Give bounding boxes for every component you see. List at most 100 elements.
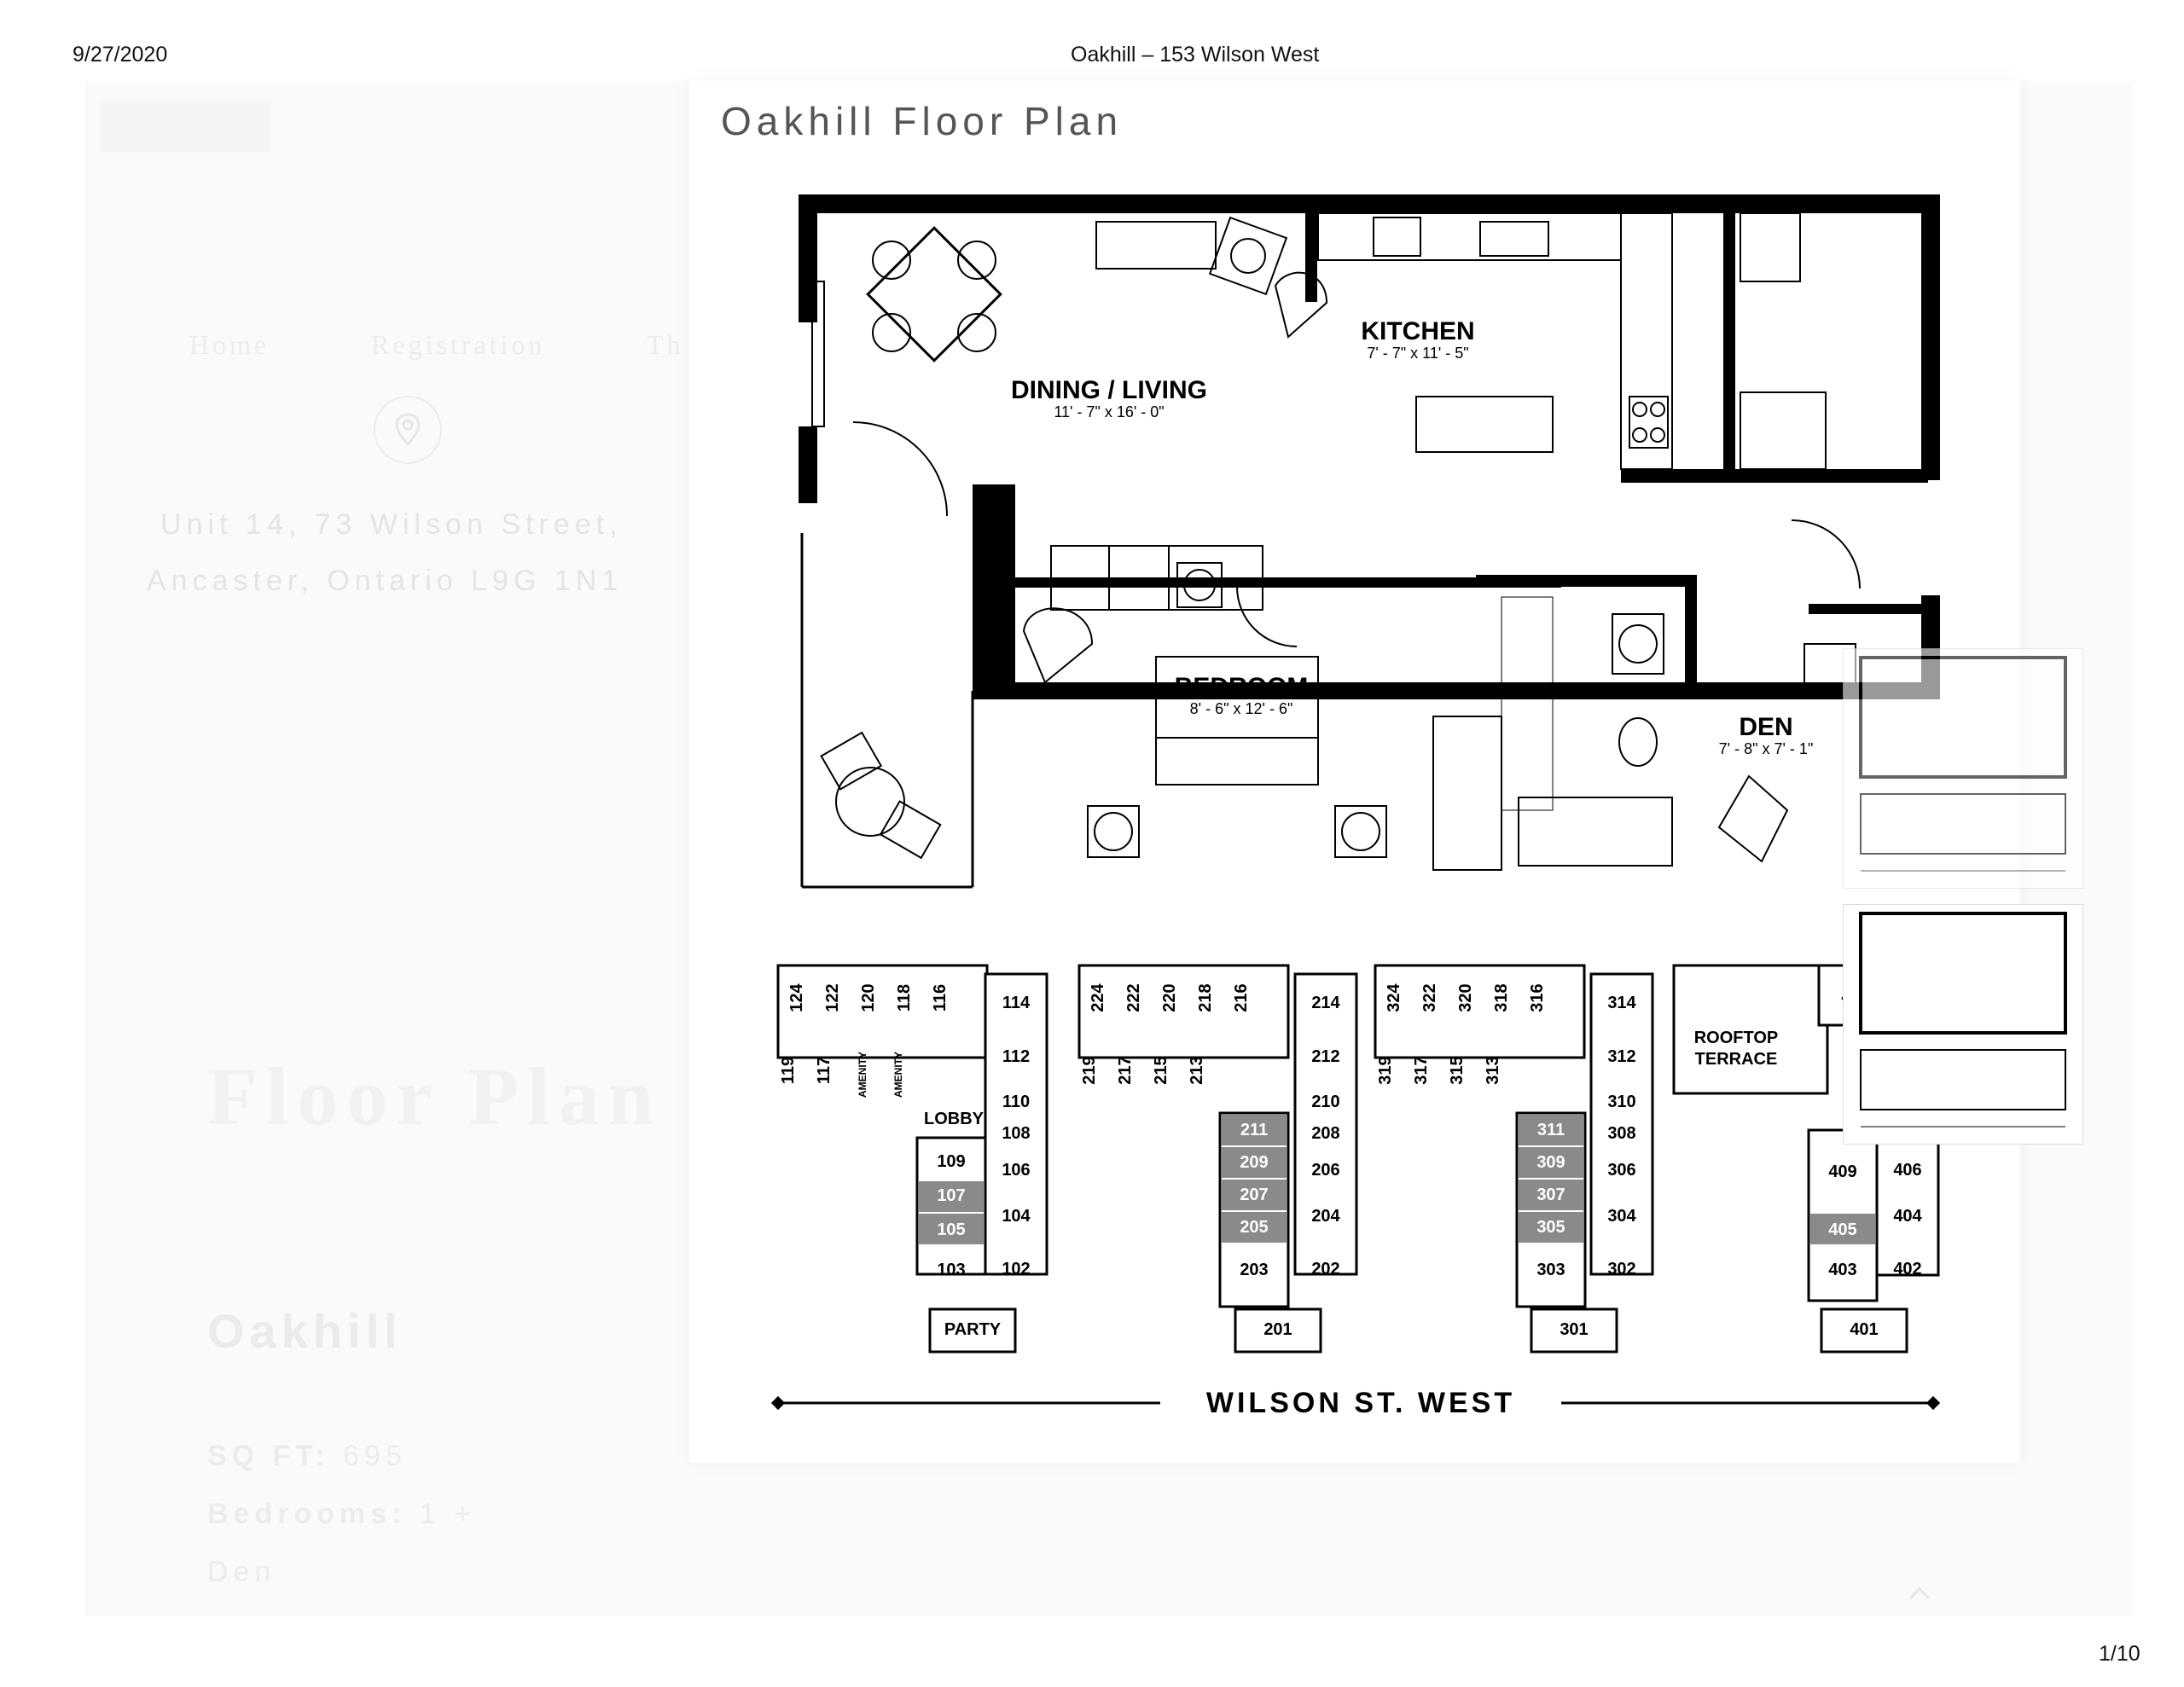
unit-108: 108 xyxy=(1002,1124,1030,1143)
unit-207: 207 xyxy=(1240,1186,1268,1204)
unit-406: 406 xyxy=(1893,1161,1921,1180)
unit-205: 205 xyxy=(1240,1218,1268,1237)
unit-201: 201 xyxy=(1263,1320,1292,1339)
unit-308: 308 xyxy=(1607,1124,1635,1143)
unit-403: 403 xyxy=(1828,1261,1856,1279)
unit-106: 106 xyxy=(1002,1161,1030,1180)
rooftop-label-2: TERRACE xyxy=(1695,1050,1778,1069)
unit-304: 304 xyxy=(1607,1207,1636,1226)
unit-220: 220 xyxy=(1160,983,1179,1012)
dining-dims: 11' - 7" x 16' - 0" xyxy=(1054,403,1164,420)
unit-409: 409 xyxy=(1828,1162,1856,1181)
unit-124: 124 xyxy=(787,983,806,1012)
unit-311: 311 xyxy=(1537,1121,1565,1139)
bedrooms-spec: Bedrooms: 1 + xyxy=(207,1498,476,1531)
address-line-2: Ancaster, Ontario L9G 1N1 xyxy=(147,565,624,597)
sqft-value: 695 xyxy=(343,1440,407,1472)
print-title: Oakhill – 153 Wilson West xyxy=(1071,43,1320,67)
nav-item-registration[interactable]: Registration xyxy=(371,329,546,360)
den-label: DEN xyxy=(1739,713,1792,741)
unit-215: 215 xyxy=(1152,1056,1170,1084)
unit-218: 218 xyxy=(1196,983,1215,1012)
unit-212: 212 xyxy=(1311,1047,1339,1066)
unit-105: 105 xyxy=(937,1220,965,1239)
unit-114: 114 xyxy=(1002,994,1031,1012)
unit-307: 307 xyxy=(1536,1186,1565,1204)
print-date: 9/27/2020 xyxy=(73,43,168,67)
unit-222: 222 xyxy=(1124,983,1143,1012)
unit-112: 112 xyxy=(1002,1047,1030,1066)
unit-317: 317 xyxy=(1412,1056,1431,1084)
unit-119: 119 xyxy=(779,1057,798,1084)
floor-plan-thumbnail-1[interactable] xyxy=(1843,648,2083,889)
unit-203: 203 xyxy=(1240,1261,1268,1279)
unit-320: 320 xyxy=(1456,983,1475,1012)
thumbnail-plan-image-1 xyxy=(1859,656,2067,872)
unit-219: 219 xyxy=(1080,1056,1099,1084)
key-plan-highlights xyxy=(919,1115,1875,1244)
bedrooms-value-2: Den xyxy=(207,1556,276,1588)
key-floor-1 xyxy=(776,964,1048,1354)
bedrooms-value: 1 + xyxy=(419,1498,477,1530)
section-title: Floor Plan xyxy=(207,1051,662,1142)
unit-303: 303 xyxy=(1536,1261,1565,1279)
unit-319: 319 xyxy=(1376,1056,1395,1084)
bedrooms-label: Bedrooms: xyxy=(207,1498,407,1530)
unit-402: 402 xyxy=(1893,1260,1921,1278)
unit-405: 405 xyxy=(1828,1220,1856,1239)
address-line-1: Unit 14, 73 Wilson Street, xyxy=(160,508,623,541)
unit-103: 103 xyxy=(937,1261,965,1279)
bedroom-dims: 8' - 6" x 12' - 6" xyxy=(1190,700,1293,717)
amenity-label-2: AMENITY xyxy=(892,1052,904,1098)
kitchen-label: KITCHEN xyxy=(1361,317,1474,345)
unit-120: 120 xyxy=(859,983,878,1012)
unit-118: 118 xyxy=(895,984,914,1012)
nav-item-third[interactable]: Th xyxy=(647,329,684,360)
sqft-spec: SQ FT: 695 xyxy=(207,1440,407,1473)
unit-122: 122 xyxy=(823,983,842,1012)
dining-label: DINING / LIVING xyxy=(1011,376,1207,404)
unit-313: 313 xyxy=(1484,1056,1502,1084)
street-label: WILSON ST. WEST xyxy=(1206,1387,1515,1419)
unit-104: 104 xyxy=(1002,1207,1031,1226)
unit-216: 216 xyxy=(1232,983,1251,1012)
unit-315: 315 xyxy=(1448,1056,1467,1084)
model-name: Oakhill xyxy=(207,1304,403,1358)
unit-316: 316 xyxy=(1528,983,1547,1012)
unit-309: 309 xyxy=(1536,1153,1565,1172)
unit-109: 109 xyxy=(937,1152,965,1171)
den-dims: 7' - 8" x 7' - 1" xyxy=(1719,740,1814,757)
unit-117: 117 xyxy=(815,1057,834,1084)
unit-324: 324 xyxy=(1385,983,1403,1012)
unit-204: 204 xyxy=(1311,1207,1340,1226)
sqft-label: SQ FT: xyxy=(207,1440,330,1472)
nav-item-home[interactable]: Home xyxy=(189,329,270,360)
unit-107: 107 xyxy=(937,1186,965,1205)
unit-202: 202 xyxy=(1311,1260,1339,1278)
unit-302: 302 xyxy=(1607,1260,1635,1278)
unit-plan xyxy=(799,194,1940,889)
unit-305: 305 xyxy=(1536,1218,1565,1237)
print-page-number: 1/10 xyxy=(2099,1642,2140,1666)
logo-placeholder xyxy=(101,101,271,152)
bedroom-label: BEDROOM xyxy=(1175,673,1309,701)
unit-217: 217 xyxy=(1116,1056,1135,1084)
unit-310: 310 xyxy=(1607,1093,1635,1111)
key-floor-3 xyxy=(1374,964,1654,1354)
unit-306: 306 xyxy=(1607,1161,1635,1180)
unit-213: 213 xyxy=(1188,1056,1206,1084)
amenity-label-1: AMENITY xyxy=(857,1052,868,1098)
unit-214: 214 xyxy=(1311,994,1340,1012)
unit-116: 116 xyxy=(931,984,950,1012)
party-label: PARTY xyxy=(944,1320,1002,1339)
unit-404: 404 xyxy=(1893,1207,1922,1226)
modal-title: Oakhill Floor Plan xyxy=(721,99,1124,143)
key-floor-2 xyxy=(1077,964,1358,1354)
unit-206: 206 xyxy=(1311,1161,1339,1180)
scroll-up-arrow-icon[interactable] xyxy=(1907,1585,1932,1602)
thumbnail-plan-image-2 xyxy=(1859,912,2067,1128)
unit-209: 209 xyxy=(1240,1153,1268,1172)
floor-plan-thumbnail-2[interactable] xyxy=(1843,904,2083,1145)
unit-102: 102 xyxy=(1002,1260,1030,1278)
unit-312: 312 xyxy=(1607,1047,1635,1066)
